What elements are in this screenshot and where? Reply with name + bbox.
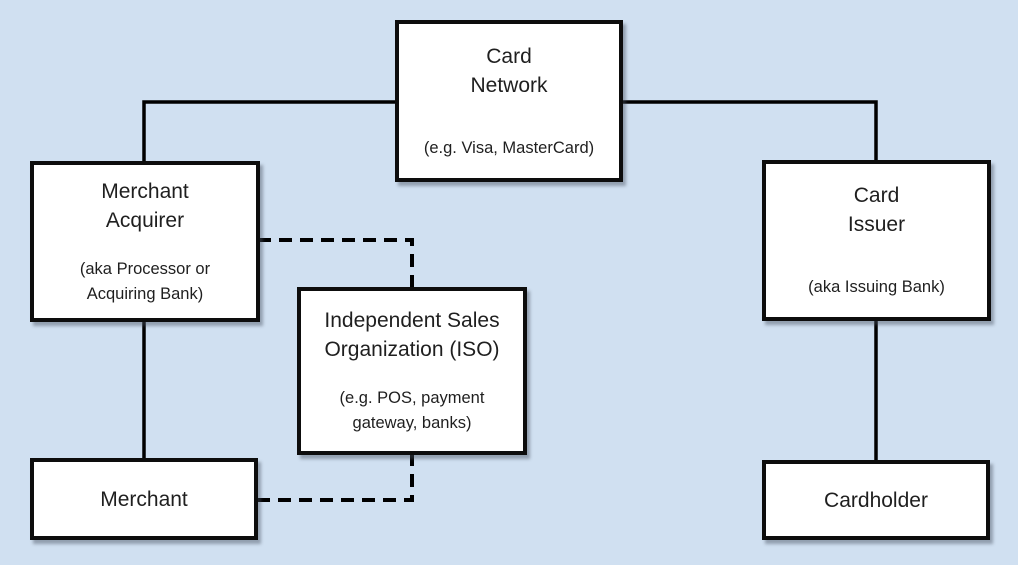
iso-subtitle: (e.g. POS, payment gateway, banks) xyxy=(339,389,485,432)
iso-box: Independent Sales Organization (ISO) (e.… xyxy=(297,287,527,455)
connector-cardnetwork-cardissuer xyxy=(621,100,878,162)
merchant-box: Merchant xyxy=(30,458,258,540)
card-issuer-title: Card Issuer xyxy=(847,184,906,236)
merchant-acquirer-box: Merchant Acquirer (aka Processor or Acqu… xyxy=(30,161,260,322)
cardholder-title: Cardholder xyxy=(824,488,928,512)
connector-merchantacquirer-iso xyxy=(258,238,414,289)
card-issuer-subtitle: (aka Issuing Bank) xyxy=(808,278,945,296)
card-issuer-box: Card Issuer (aka Issuing Bank) xyxy=(762,160,991,321)
merchant-acquirer-title: Merchant Acquirer xyxy=(101,179,189,232)
cardholder-box: Cardholder xyxy=(762,460,990,540)
card-network-subtitle: (e.g. Visa, MasterCard) xyxy=(423,138,595,157)
connector-merchant-iso xyxy=(256,453,414,502)
connector-cardnetwork-merchantacquirer xyxy=(142,100,397,163)
merchant-title: Merchant xyxy=(100,487,188,511)
merchant-acquirer-subtitle: (aka Processor or Acquiring Bank) xyxy=(79,259,211,303)
card-network-box: Card Network (e.g. Visa, MasterCard) xyxy=(395,20,623,182)
iso-title: Independent Sales Organization (ISO) xyxy=(324,309,500,361)
card-network-title: Card Network xyxy=(470,44,548,97)
